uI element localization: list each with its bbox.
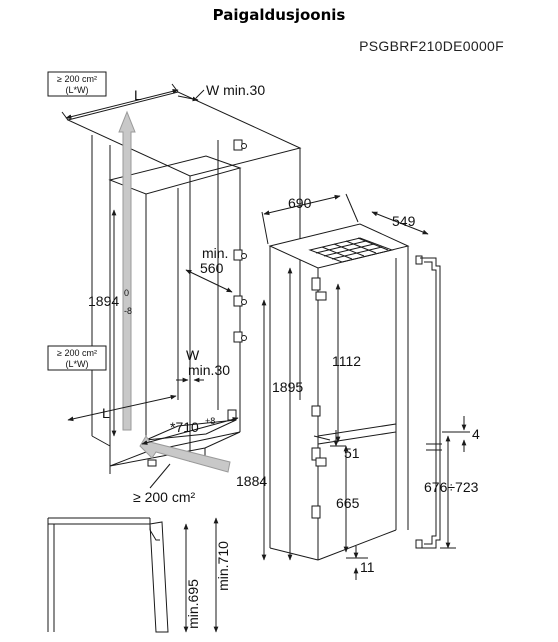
- label-710-tol: +8: [205, 416, 215, 426]
- dim-690: [261, 193, 359, 245]
- dim-L-top: [61, 83, 179, 121]
- dim-51: [330, 430, 346, 447]
- label-min-710: min.710: [215, 541, 231, 591]
- label-min-560-line2: 560: [200, 260, 224, 276]
- label-1884: 1884: [236, 473, 267, 489]
- label-710: *710: [170, 419, 199, 435]
- airflow-arrow-vertical: [118, 110, 136, 431]
- dim-4: [442, 416, 470, 452]
- label-4: 4: [472, 426, 480, 442]
- vent-mid-label: ≥ 200 cm² (L*W): [47, 345, 107, 371]
- label-1112: 1112: [332, 353, 361, 369]
- dim-676-723: [440, 435, 456, 549]
- cabinet-hinges: [227, 139, 247, 421]
- detail-section: [47, 517, 169, 633]
- label-L-bottom: L: [102, 405, 110, 421]
- svg-text:≥ 200 cm²: ≥ 200 cm²: [57, 348, 97, 358]
- dim-W-mid: [176, 368, 204, 390]
- label-W-mid-line2: min.30: [188, 362, 230, 378]
- label-W-mid-line1: W: [186, 347, 200, 363]
- label-1894-tol-dn: -8: [124, 306, 132, 316]
- svg-text:(L*W): (L*W): [66, 359, 89, 369]
- label-1894: 1894: [88, 293, 119, 309]
- label-665: 665: [336, 495, 360, 511]
- svg-text:(L*W): (L*W): [66, 85, 89, 95]
- page-title: Paigaldusjoonis: [212, 6, 346, 24]
- vent-top-label: ≥ 200 cm² (L*W): [47, 71, 107, 97]
- label-min-695: min.695: [185, 579, 201, 629]
- label-11: 11: [360, 559, 375, 575]
- dim-11: [346, 546, 368, 580]
- label-1894-tol-up: 0: [124, 288, 129, 298]
- label-676-723: 676÷723: [424, 479, 479, 495]
- dim-L-bottom: [67, 394, 177, 422]
- label-W-top: W min.30: [206, 82, 265, 98]
- model-code: PSGBRF210DE0000F: [359, 38, 504, 54]
- door-profile: [415, 255, 442, 549]
- label-549: 549: [392, 213, 416, 229]
- label-1895: 1895: [272, 379, 303, 395]
- svg-text:≥ 200 cm²: ≥ 200 cm²: [57, 74, 97, 84]
- dim-min-560: [185, 269, 233, 293]
- dim-549: [371, 211, 429, 235]
- dim-W-top: [177, 89, 205, 102]
- label-min-560-line1: min.: [202, 245, 228, 261]
- appliance-hinges: [311, 277, 327, 519]
- vent-bottom-pointer: [149, 463, 171, 489]
- label-690: 690: [288, 195, 312, 211]
- label-L-top: L: [134, 87, 142, 103]
- label-vent-bottom: ≥ 200 cm²: [133, 489, 195, 505]
- dim-710: [141, 417, 239, 445]
